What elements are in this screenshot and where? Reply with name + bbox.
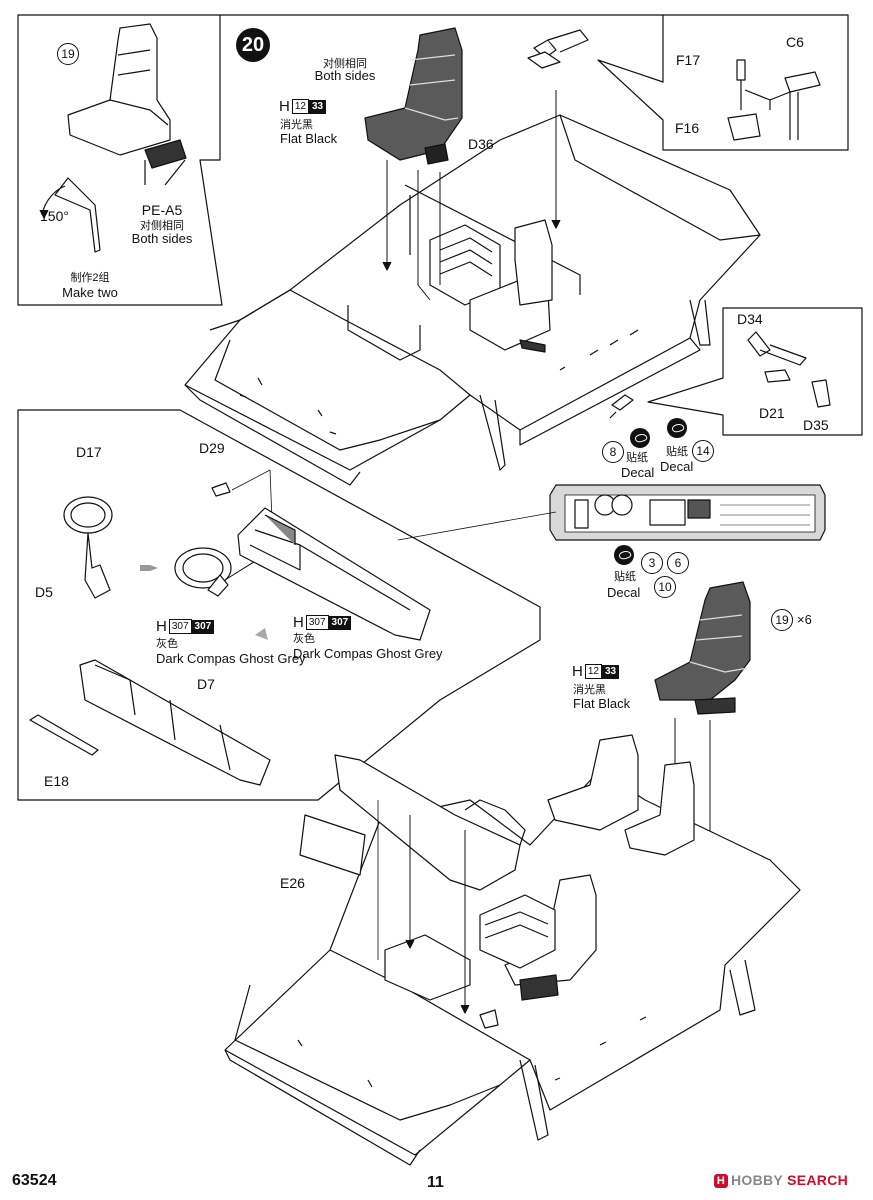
inset-box-bracket	[647, 307, 863, 436]
decal-icon	[630, 428, 650, 448]
handle-part	[527, 29, 821, 141]
part-label-d21: D21	[759, 405, 785, 421]
paint-letter: H	[279, 98, 290, 115]
paint-code-box: 307	[305, 615, 329, 630]
angle-label: 150°	[40, 208, 69, 224]
decal-number-14: 14	[692, 440, 714, 462]
both-sides-cn-label: 对侧相同	[140, 220, 184, 232]
watermark-brand-a: HOBBY	[731, 1172, 784, 1188]
flat-black-en-label-2: Flat Black	[573, 696, 631, 711]
flat-black-cn-label-2: 消光黑	[573, 684, 606, 696]
decal-number-8: 8	[602, 441, 624, 463]
steering-wheel-parts	[63, 469, 273, 599]
decal-cn-label-3: 贴纸	[614, 571, 636, 583]
part-label-e18: E18	[44, 773, 69, 789]
page-number: 11	[427, 1174, 444, 1191]
hobby-search-icon: H	[714, 1174, 728, 1188]
paint-letter: H	[156, 618, 167, 635]
seat-flat-black	[364, 27, 463, 165]
paint-code-dark: 33	[601, 665, 620, 679]
upper-hull-assembly	[184, 114, 761, 486]
part-label-d34: D34	[737, 311, 763, 327]
part-label-c6: C6	[786, 34, 804, 50]
inset-box-dashboard	[17, 409, 541, 801]
dash-console-grey	[237, 507, 431, 641]
grey-en-label-2: Dark Compas Ghost Grey	[293, 646, 443, 661]
paint-code-dark: 307	[328, 616, 352, 630]
grey-cn-label-2: 灰色	[293, 633, 315, 645]
paint-letter: H	[293, 614, 304, 631]
decal-en-label-3: Decal	[607, 585, 641, 600]
part-label-e26: E26	[280, 875, 305, 891]
seat-inset-top-left	[39, 23, 187, 253]
seat-flat-black-x6	[654, 581, 751, 715]
inset-box-handle	[597, 14, 849, 151]
step-number-badge: 20	[236, 28, 270, 62]
part-callout-19-right: 19	[771, 609, 793, 631]
times-six-label: ×6	[797, 612, 812, 627]
decal-en-label-2: Decal	[660, 459, 694, 474]
part-label-f17: F17	[676, 52, 701, 68]
bracket-part	[747, 331, 831, 408]
make-two-en-label: Make two	[62, 285, 118, 300]
dash-console-d7	[29, 659, 271, 786]
part-label-d29: D29	[199, 440, 225, 456]
catalog-number: 63524	[12, 1172, 57, 1189]
part-label-d36: D36	[468, 136, 494, 152]
decal-cn-label-2: 贴纸	[666, 446, 688, 458]
decal-icon-2	[667, 418, 687, 438]
part-label-d5: D5	[35, 584, 53, 600]
part-label-d35: D35	[803, 417, 829, 433]
grey-en-label: Dark Compas Ghost Grey	[156, 651, 306, 666]
paint-letter: H	[572, 663, 583, 680]
part-label-pe-a5: PE-A5	[141, 202, 183, 218]
decal-panel	[549, 484, 826, 541]
decal-en-label: Decal	[621, 465, 655, 480]
watermark-brand-b: SEARCH	[787, 1172, 848, 1188]
paint-code-dark: 33	[308, 100, 327, 114]
part-label-d17: D17	[76, 444, 102, 460]
paint-code-box: 307	[168, 619, 192, 634]
part-label-f16: F16	[675, 120, 700, 136]
both-sides-en-label: Both sides	[131, 231, 193, 246]
grey-cn-label: 灰色	[156, 638, 178, 650]
decal-icon-3	[614, 545, 634, 565]
both-sides-en-label-2: Both sides	[314, 68, 376, 83]
both-sides-cn-label-2: 对侧相同	[323, 58, 367, 70]
paint-code-box: 12	[584, 664, 602, 679]
paint-code-box: 12	[291, 99, 309, 114]
decal-number-3: 3	[641, 552, 663, 574]
make-two-cn-label: 制作2组	[70, 272, 110, 284]
part-label-d7: D7	[197, 676, 215, 692]
lower-hull-assembly	[224, 734, 801, 1166]
decal-number-6: 6	[667, 552, 689, 574]
flat-black-cn-label: 消光黑	[280, 119, 313, 131]
decal-number-10: 10	[654, 576, 676, 598]
flat-black-en-label: Flat Black	[280, 131, 338, 146]
part-callout-19: 19	[57, 43, 79, 65]
decal-cn-label: 贴纸	[626, 452, 648, 464]
paint-code-dark: 307	[191, 620, 215, 634]
